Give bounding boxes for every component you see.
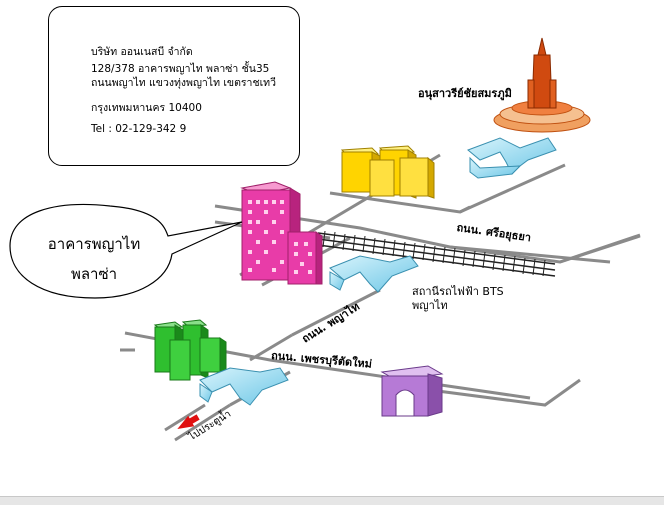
address-line1: 128/378 อาคารพญาไท พลาซ่า ชั้น35	[91, 63, 270, 75]
monument-icon	[493, 37, 591, 133]
label-bts-station: สถานีรถไฟฟ้า BTS	[412, 285, 504, 298]
building-callout	[9, 203, 243, 299]
bridge-icon	[199, 137, 557, 406]
green-buildings	[153, 319, 227, 381]
purple-building	[380, 365, 444, 417]
address-box: บริษัท ออนเนสบี จำกัด 128/378 อาคารพญาไท…	[48, 6, 300, 166]
pink-building	[240, 181, 323, 285]
address-tel: Tel : 02-129-342 9	[91, 123, 187, 135]
address-line2: ถนนพญาไท แขวงทุ่งพญาไท เขตราชเทวี	[91, 77, 276, 89]
yellow-buildings	[340, 145, 435, 199]
label-monument: อนุสาวรีย์ชัยสมรภูมิ	[418, 87, 512, 100]
label-bts-phayathai: พญาไท	[412, 299, 448, 312]
bubble-line1: อาคารพญาไท	[47, 235, 141, 253]
bubble-line2: พลาซ่า	[70, 265, 118, 283]
address-company: บริษัท ออนเนสบี จำกัด	[91, 46, 193, 58]
address-line3: กรุงเทพมหานคร 10400	[91, 102, 202, 114]
bottom-scrollbar	[0, 496, 664, 505]
bts-railway	[317, 230, 556, 277]
arrow-icon	[177, 414, 200, 429]
road-lines	[120, 153, 641, 442]
